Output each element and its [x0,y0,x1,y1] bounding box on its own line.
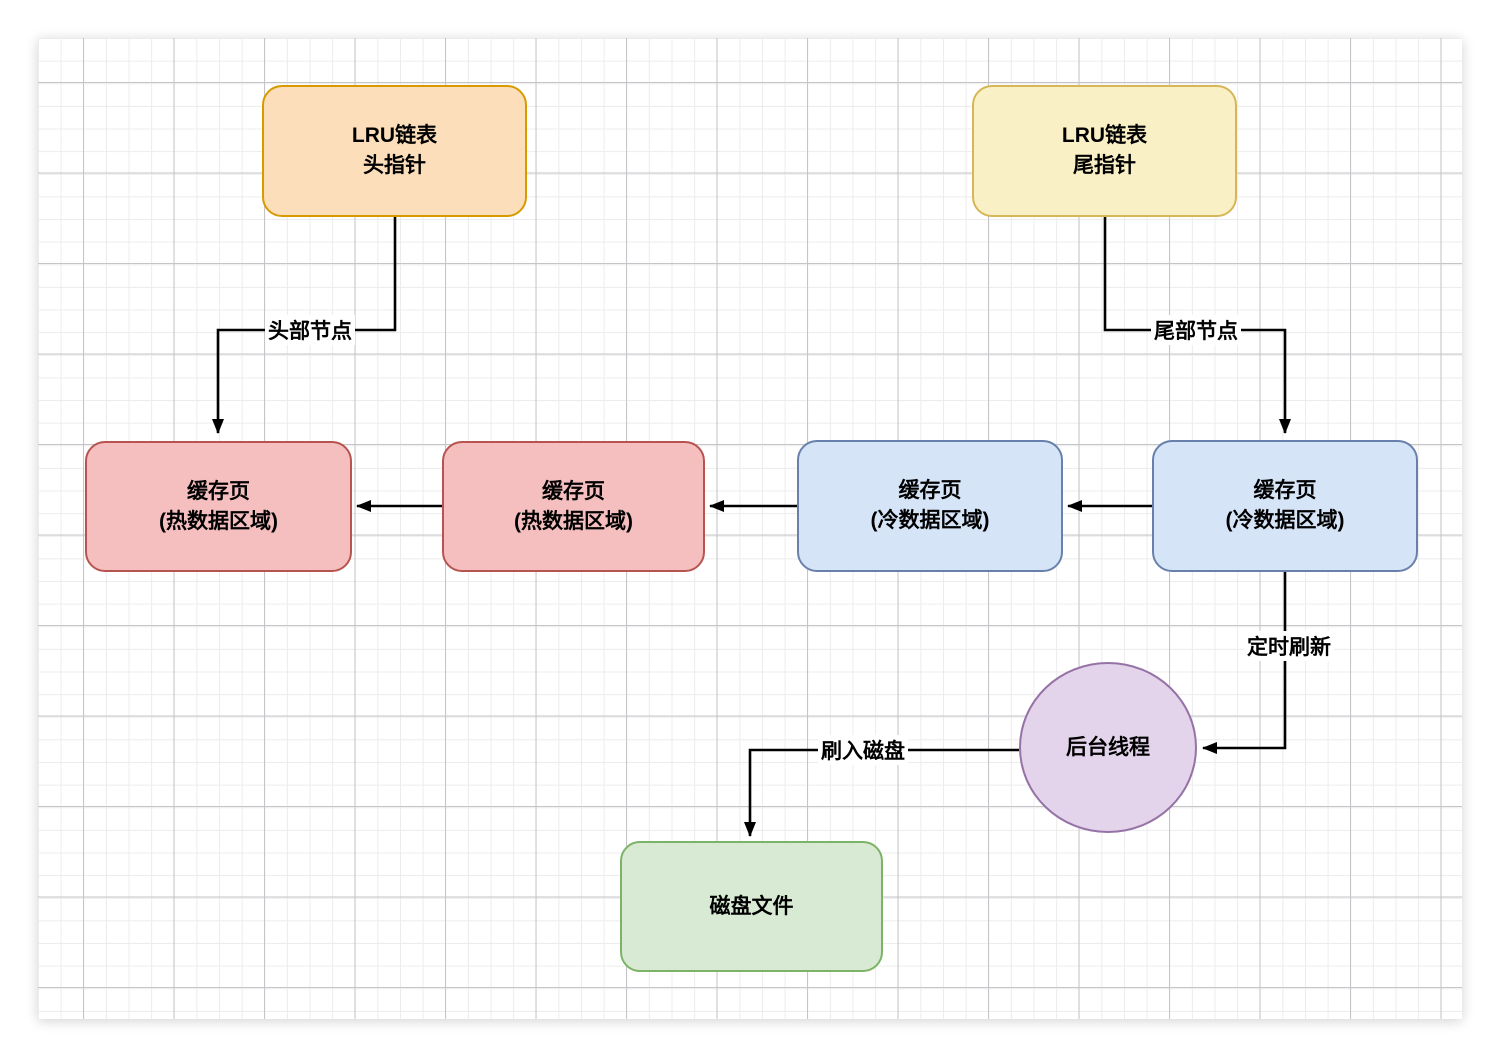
node-label-line: 缓存页 [187,479,250,503]
edge-label-timed-flush: 定时刷新 [1244,631,1334,661]
node-label-line: (冷数据区域) [870,509,990,532]
node-cache-page-hot-1: 缓存页 (热数据区域) [85,441,352,572]
node-label: 缓存页 (冷数据区域) [871,476,990,536]
node-cache-page-cold-1: 缓存页 (冷数据区域) [797,440,1063,572]
node-cache-page-hot-2: 缓存页 (热数据区域) [442,441,705,572]
node-background-thread: 后台线程 [1019,662,1197,833]
node-lru-tail-pointer: LRU链表 尾指针 [972,85,1237,217]
node-label-line: 头指针 [362,154,426,177]
node-label: LRU链表 头指针 [352,121,437,181]
node-label: 缓存页 (冷数据区域) [1226,476,1345,536]
edge-label-flush-to-disk: 刷入磁盘 [818,735,908,765]
node-label: LRU链表 尾指针 [1062,121,1147,181]
node-label-line: 缓存页 [1253,479,1317,502]
node-label-line: 尾指针 [1072,154,1136,177]
node-label-line: (热数据区域) [159,509,278,533]
edge-label-tail-node: 尾部节点 [1151,315,1241,345]
node-cache-page-cold-2: 缓存页 (冷数据区域) [1152,440,1418,572]
node-label: 后台线程 [1066,735,1150,759]
node-label-line: 缓存页 [542,479,605,503]
node-disk-file: 磁盘文件 [620,841,883,972]
node-label-line: 缓存页 [898,479,962,502]
node-label-line: (热数据区域) [514,509,633,533]
node-label-line: LRU链表 [1061,124,1148,147]
node-label-line: LRU链表 [351,124,438,147]
node-lru-head-pointer: LRU链表 头指针 [262,85,527,217]
node-label-line: (冷数据区域) [1225,509,1345,532]
node-label: 磁盘文件 [709,894,794,918]
node-label: 缓存页 (热数据区域) [159,477,278,537]
edge-label-head-node: 头部节点 [265,315,355,345]
node-label: 缓存页 (热数据区域) [514,477,633,537]
